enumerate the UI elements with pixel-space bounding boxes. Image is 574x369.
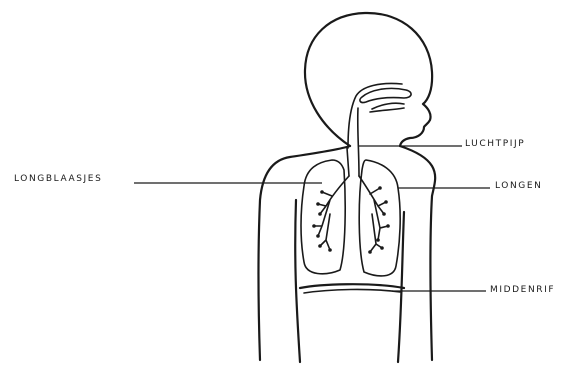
trachea-right — [358, 108, 359, 176]
mouth-cavity — [370, 103, 404, 112]
head-outline — [305, 13, 432, 146]
throat-outline — [348, 84, 402, 149]
nasal-cavity — [360, 88, 411, 102]
body-outline-right — [400, 146, 435, 360]
torso-left — [295, 200, 300, 362]
lung-left — [301, 160, 345, 274]
trachea-left — [347, 148, 349, 176]
body-outline — [259, 146, 351, 360]
label-luchtpijp: LUCHTPIJP — [465, 139, 525, 149]
lung-right — [359, 160, 400, 276]
label-longen: LONGEN — [495, 181, 543, 191]
label-middenrif: MIDDENRIF — [490, 285, 555, 295]
label-longblaasjes: LONGBLAASJES — [14, 174, 102, 184]
diaphragm — [300, 284, 404, 288]
diaphragm-inner — [304, 289, 400, 293]
